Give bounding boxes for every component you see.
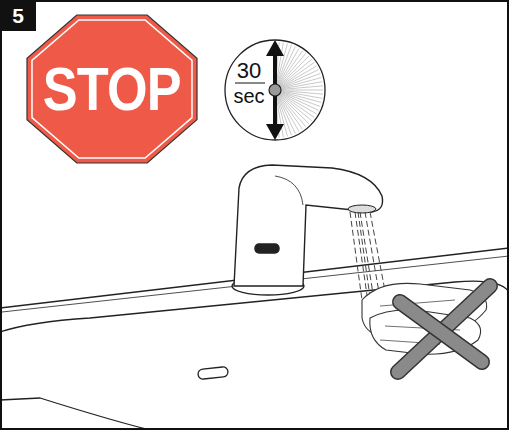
sensor-faucet (232, 165, 383, 295)
step-number: 5 (12, 5, 24, 26)
cross-mark (398, 286, 490, 372)
time-unit: sec (233, 86, 265, 106)
step-number: 5 (0, 0, 36, 31)
time-value: 30 (233, 60, 265, 82)
stop-word: STOP (43, 58, 181, 120)
stop-sign: STOP (26, 14, 198, 164)
timer-dial: 30 sec (223, 38, 327, 142)
